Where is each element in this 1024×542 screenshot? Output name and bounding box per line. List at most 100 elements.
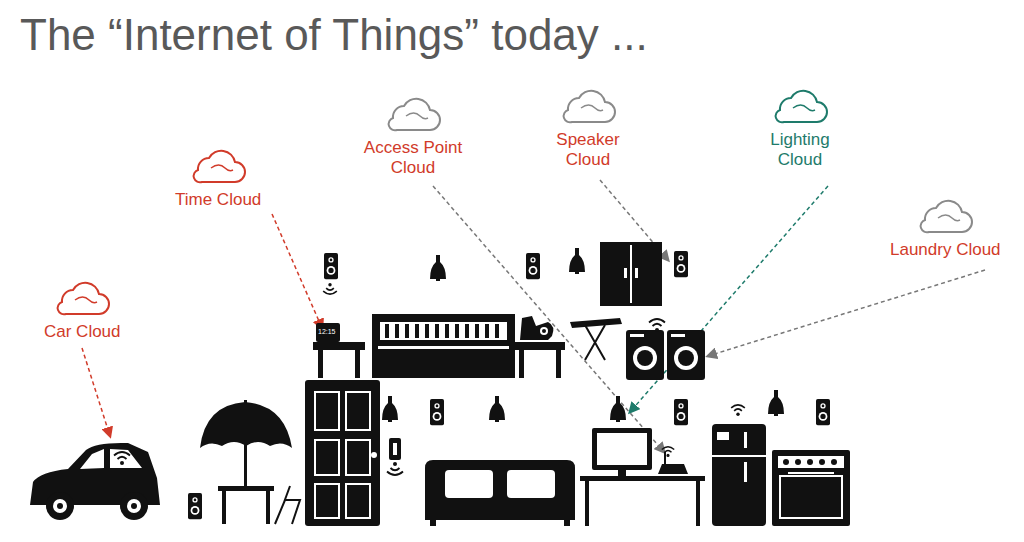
front-door bbox=[315, 440, 339, 475]
living-room bbox=[664, 452, 666, 464]
kitchen bbox=[744, 462, 747, 482]
cloud-node: Access Point Cloud bbox=[363, 96, 463, 178]
cloud-node: Lighting Cloud bbox=[764, 88, 836, 170]
bedroom bbox=[540, 327, 548, 335]
light-switch bbox=[393, 443, 397, 455]
living-room bbox=[445, 470, 493, 498]
front-door bbox=[371, 452, 377, 458]
kitchen bbox=[712, 424, 766, 526]
bedroom bbox=[313, 342, 365, 350]
living-room bbox=[618, 470, 626, 476]
car bbox=[57, 503, 63, 509]
bedroom bbox=[425, 324, 429, 338]
kitchen bbox=[744, 432, 747, 448]
car bbox=[80, 449, 142, 469]
cloud-outline bbox=[916, 198, 974, 236]
cloud-outline bbox=[564, 91, 615, 123]
laundry-room bbox=[667, 330, 705, 380]
front-door bbox=[346, 440, 370, 475]
front-door bbox=[305, 380, 380, 526]
laundry-room bbox=[624, 268, 627, 278]
laundry-room bbox=[630, 245, 632, 303]
cloud-swirl bbox=[581, 105, 603, 111]
bedroom bbox=[520, 316, 553, 340]
clock-display: 12:15 bbox=[317, 327, 337, 336]
bedroom bbox=[455, 324, 459, 338]
patio-umbrella bbox=[222, 490, 226, 524]
living-room bbox=[564, 520, 570, 526]
front-door bbox=[346, 392, 370, 430]
laundry-room bbox=[671, 334, 685, 337]
laundry-room bbox=[637, 350, 653, 366]
speakers bbox=[816, 399, 830, 425]
pendant-lamps bbox=[489, 396, 505, 422]
bedroom bbox=[556, 350, 561, 378]
car bbox=[46, 492, 74, 520]
bedroom bbox=[372, 314, 515, 378]
bedroom bbox=[355, 350, 360, 378]
laundry-room bbox=[674, 346, 698, 370]
front-door bbox=[346, 484, 370, 518]
living-room bbox=[592, 428, 652, 470]
patio-umbrella bbox=[275, 486, 300, 524]
cloud-outline bbox=[389, 99, 440, 131]
speakers bbox=[674, 399, 688, 425]
bedroom bbox=[415, 324, 419, 338]
bedroom bbox=[318, 350, 323, 378]
pendant-lamps bbox=[569, 248, 585, 274]
cloud-swirl bbox=[938, 215, 960, 221]
kitchen bbox=[783, 459, 789, 465]
laundry-room bbox=[633, 346, 657, 370]
bedroom bbox=[445, 324, 449, 338]
cloud-node: Speaker Cloud bbox=[552, 88, 624, 170]
patio-umbrella bbox=[244, 400, 247, 490]
laundry-room bbox=[570, 242, 705, 380]
kitchen bbox=[712, 424, 850, 526]
kitchen bbox=[712, 455, 766, 457]
pendant-lamps bbox=[382, 396, 398, 422]
cloud-label: Speaker Cloud bbox=[552, 130, 624, 170]
bedroom bbox=[405, 324, 409, 338]
pendant-lamps bbox=[430, 255, 446, 281]
living-room bbox=[425, 428, 705, 526]
speakers bbox=[674, 251, 688, 277]
pendant-lamps bbox=[768, 390, 784, 416]
cloud-outline bbox=[58, 283, 109, 315]
cloud-node: Laundry Cloud bbox=[890, 198, 1001, 260]
patio-umbrella bbox=[218, 486, 274, 491]
bedroom bbox=[313, 314, 565, 378]
bedroom bbox=[485, 324, 489, 338]
cloud-label: Car Cloud bbox=[44, 322, 121, 342]
bedroom bbox=[385, 324, 389, 338]
kitchen bbox=[795, 459, 801, 465]
kitchen bbox=[788, 472, 834, 474]
cloud-outline bbox=[921, 201, 972, 233]
laundry-room bbox=[630, 334, 644, 337]
patio-umbrella bbox=[200, 400, 300, 524]
kitchen bbox=[807, 459, 813, 465]
living-room bbox=[507, 470, 555, 498]
cloud-outline bbox=[194, 151, 245, 183]
cloud-swirl bbox=[793, 105, 815, 111]
laundry-room bbox=[600, 242, 662, 306]
slide-title: The “Internet of Things” today ... bbox=[20, 10, 648, 60]
wifi-icon bbox=[649, 319, 665, 332]
cloud-outline bbox=[559, 88, 617, 126]
bedroom bbox=[380, 322, 507, 340]
laundry-room bbox=[678, 350, 694, 366]
living-room bbox=[597, 433, 647, 465]
front-door bbox=[305, 380, 380, 526]
laundry-room bbox=[626, 330, 664, 380]
leader-lines bbox=[82, 348, 110, 436]
cloud-node: Car Cloud bbox=[44, 280, 121, 342]
patio-umbrella bbox=[266, 490, 270, 524]
leader-lines bbox=[708, 270, 985, 356]
cloud-node: Time Cloud bbox=[175, 148, 261, 210]
front-door bbox=[315, 392, 339, 430]
cloud-swirl bbox=[211, 165, 233, 171]
kitchen bbox=[819, 459, 825, 465]
living-room bbox=[696, 481, 700, 526]
bedroom bbox=[475, 324, 479, 338]
kitchen bbox=[831, 459, 837, 465]
wifi-icon bbox=[114, 452, 130, 465]
